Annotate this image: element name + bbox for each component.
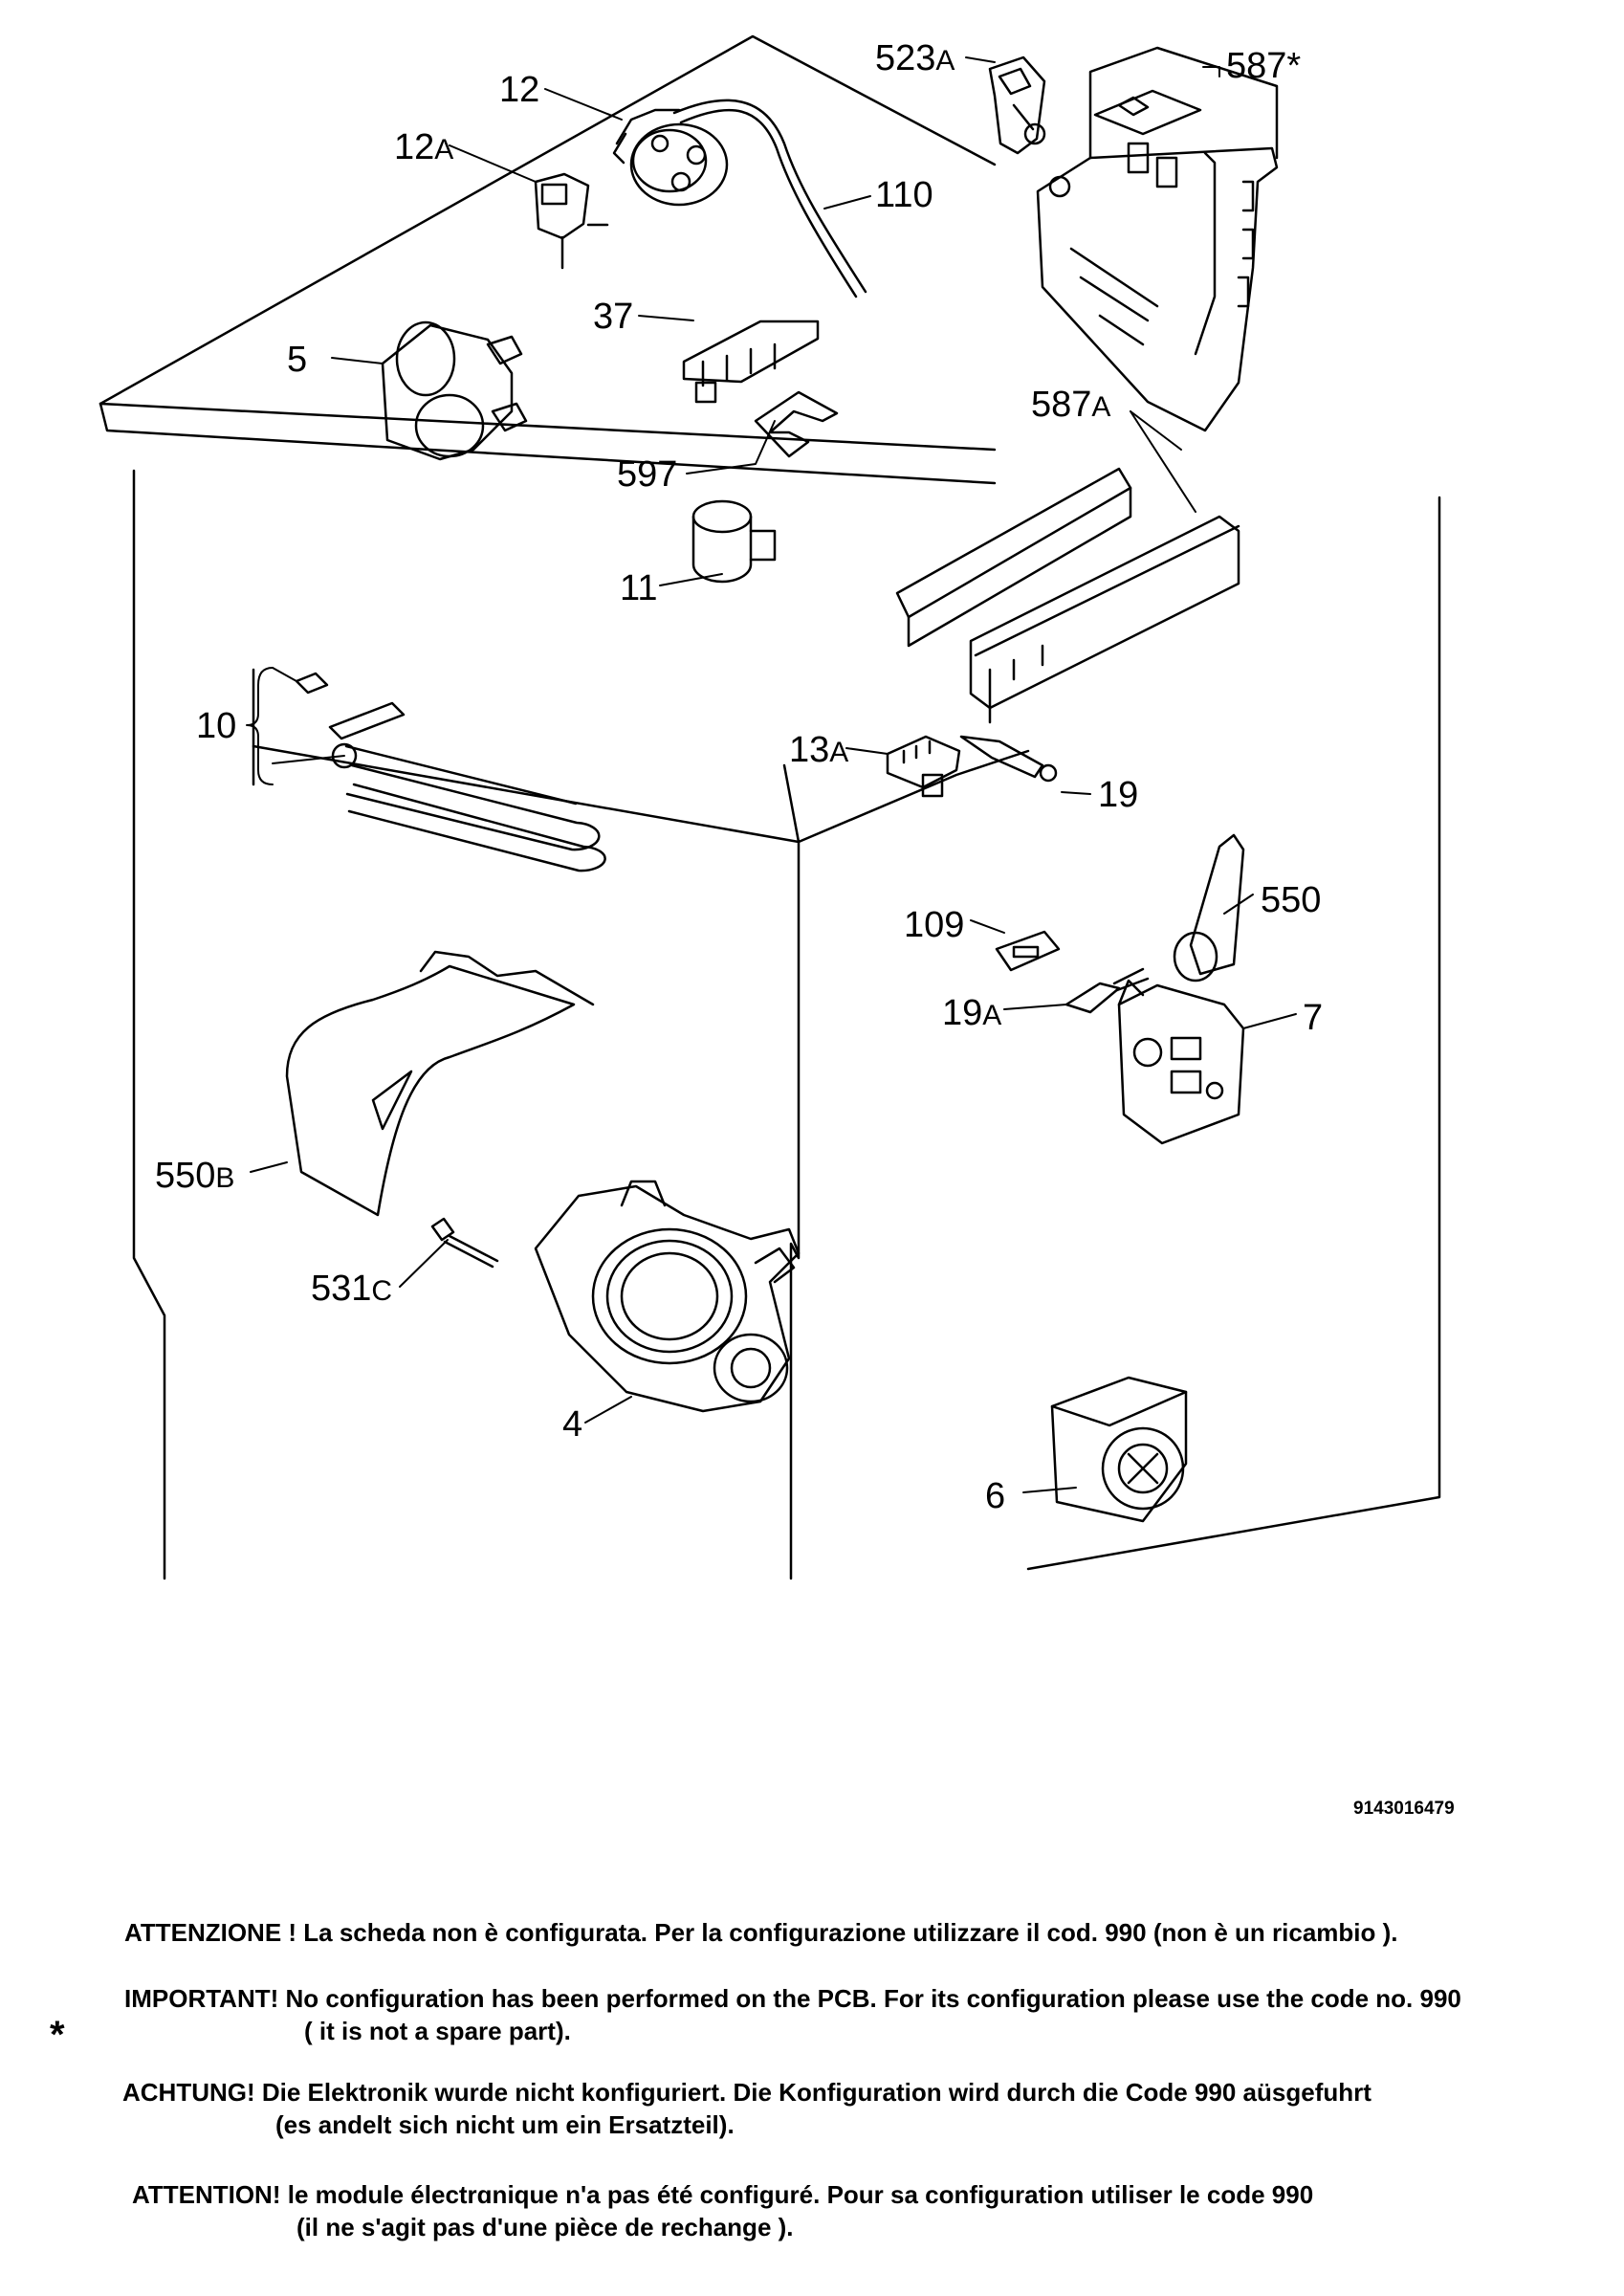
part-531c-drawing <box>430 1217 499 1269</box>
part-number: 587 <box>1226 46 1287 86</box>
part-number: 109 <box>904 905 965 945</box>
part-suffix: A <box>1091 391 1111 423</box>
part-label-6: 6 <box>985 1478 1005 1514</box>
part-label-5: 5 <box>287 342 307 378</box>
part-523a-drawing <box>988 55 1046 155</box>
part-label-37: 37 <box>593 298 633 335</box>
part-number: 587 <box>1031 385 1092 425</box>
part-label-12: 12 <box>499 72 539 108</box>
part-number: 19 <box>1098 775 1139 815</box>
part-37-drawing <box>682 320 820 404</box>
leader-lines <box>246 56 1297 1493</box>
part-label-4: 4 <box>562 1406 582 1443</box>
part-587a-drawing <box>895 467 1240 724</box>
part-597-drawing <box>754 390 839 458</box>
part-19a-drawing <box>1064 967 1150 1014</box>
part-12a-drawing <box>534 172 609 270</box>
part-13a-drawing <box>886 735 961 798</box>
asterisk-marker: * <box>50 2014 65 2056</box>
part-6-drawing <box>1050 1376 1188 1523</box>
part-number: 597 <box>617 454 678 495</box>
part-label-597: 597 <box>617 456 677 493</box>
part-number: 19 <box>942 993 983 1033</box>
part-109-drawing <box>995 930 1061 972</box>
part-5-drawing <box>381 320 528 461</box>
part-label-531c: 531C <box>311 1270 392 1307</box>
note-german: ACHTUNG! Die Elektronik wurde nicht konf… <box>122 2076 1372 2141</box>
part-label-110: 110 <box>875 177 933 213</box>
note-german-line1: ACHTUNG! Die Elektronik wurde nicht konf… <box>122 2078 1372 2107</box>
part-number: 5 <box>287 340 308 380</box>
note-french-line2: (il ne s'agit pas d'une pièce de rechang… <box>296 2213 794 2241</box>
part-550-drawing <box>1173 833 1245 982</box>
cabinet-outline <box>99 34 1441 1580</box>
part-label-587a: 587A <box>1031 386 1110 423</box>
part-number: 550 <box>1261 880 1322 920</box>
note-french-line1: ATTENTION! le module électrɑnique n'a pa… <box>132 2180 1314 2209</box>
part-number: 550 <box>155 1156 216 1196</box>
part-label-11: 11 <box>620 570 657 607</box>
note-english-line2: ( it is not a spare part). <box>304 2017 571 2045</box>
part-number: 37 <box>593 297 634 337</box>
part-suffix: A <box>434 134 454 166</box>
document-id: 9143016479 <box>1353 1799 1455 1819</box>
part-110-drawing <box>672 99 867 298</box>
note-french: ATTENTION! le module électrɑnique n'a pa… <box>132 2178 1313 2243</box>
part-number: 523 <box>875 38 936 78</box>
part-19-drawing <box>959 735 1058 783</box>
part-label-12a: 12A <box>394 129 453 166</box>
part-label-10: 10 <box>196 708 236 744</box>
part-label-523a: 523A <box>875 40 955 77</box>
part-number: 10 <box>196 706 237 746</box>
part-suffix: A <box>829 737 849 768</box>
part-suffix: A <box>935 45 955 77</box>
part-587-drawing <box>1036 46 1279 432</box>
part-4-drawing <box>534 1180 801 1413</box>
part-number: 531 <box>311 1269 372 1309</box>
part-label-7: 7 <box>1303 1000 1323 1036</box>
part-550b-drawing <box>285 950 595 1217</box>
part-label-13a: 13A <box>789 732 848 768</box>
part-number: 6 <box>985 1476 1006 1516</box>
part-number: 12 <box>499 70 540 110</box>
part-number: 4 <box>562 1404 583 1445</box>
part-number: 13 <box>789 730 830 770</box>
part-label-19: 19 <box>1098 777 1138 813</box>
part-number: 12 <box>394 127 435 167</box>
part-number: 110 <box>875 175 933 215</box>
note-english: IMPORTANT! No configuration has been per… <box>124 1982 1461 2047</box>
part-label-19a: 19A <box>942 995 1001 1031</box>
note-italian-text: ATTENZIONE ! La scheda non è configurata… <box>124 1918 1398 1947</box>
note-italian: ATTENZIONE ! La scheda non è configurata… <box>124 1916 1398 1949</box>
part-label-109: 109 <box>904 907 964 943</box>
part-label-550b: 550B <box>155 1158 234 1194</box>
part-suffix: A <box>982 1000 1002 1031</box>
note-english-line1: IMPORTANT! No configuration has been per… <box>124 1984 1461 2013</box>
part-suffix: * <box>1286 46 1302 86</box>
part-suffix: B <box>215 1162 235 1194</box>
part-number: 11 <box>620 568 658 608</box>
part-12-drawing <box>612 108 729 207</box>
part-number: 7 <box>1303 998 1324 1038</box>
part-7-drawing <box>1117 979 1245 1145</box>
part-label-587: 587* <box>1226 48 1301 84</box>
part-10-drawing <box>252 668 606 872</box>
part-11-drawing <box>691 499 777 584</box>
part-suffix: C <box>371 1275 393 1307</box>
note-german-line2: (es andelt sich nicht um ein Ersatzteil)… <box>275 2110 735 2139</box>
part-label-550: 550 <box>1261 882 1321 918</box>
